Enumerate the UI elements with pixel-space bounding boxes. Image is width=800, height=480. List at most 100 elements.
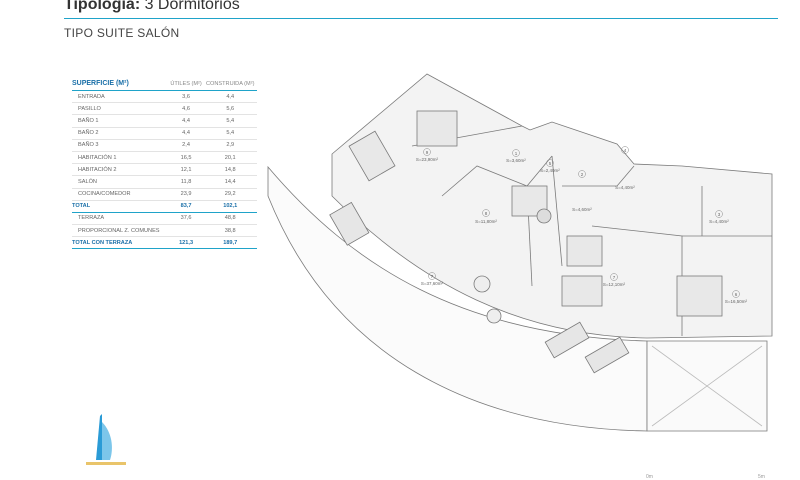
row-utiles <box>168 224 204 238</box>
room-area: S=4,60m² <box>572 207 592 212</box>
row-construida: 48,8 <box>203 212 257 226</box>
title-value: 3 Dormitorios <box>140 0 240 13</box>
bed-3 <box>561 275 603 307</box>
room-label: 5S=2,40m² <box>540 159 560 173</box>
room-label: 8S=11,80m² <box>475 209 497 224</box>
row-name: ENTRADA <box>72 90 169 104</box>
row-construida: 5,6 <box>203 102 257 116</box>
room-number: 6 <box>735 292 738 297</box>
table-header-row: SUPERFICIE (M²) ÚTILES (M²) CONSTRUIDA (… <box>72 80 257 91</box>
room-area: S=4,40m² <box>615 185 635 190</box>
wall <box>441 155 553 197</box>
terrace-table <box>329 201 370 246</box>
room-area: S=23,90m² <box>416 157 439 162</box>
row-construida: 5,4 <box>203 127 257 140</box>
room-label: 9S=23,90m² <box>416 148 439 162</box>
total-construida: 189,7 <box>203 236 257 250</box>
plant <box>536 208 552 224</box>
building-logo <box>86 414 126 465</box>
room-number: 7 <box>431 274 434 279</box>
chair <box>486 308 502 324</box>
title-label: Tipología: <box>64 0 141 13</box>
row-utiles: 37,6 <box>168 212 204 226</box>
row-utiles: 12,1 <box>168 163 204 177</box>
row-construida: 38,8 <box>203 224 257 238</box>
floor-plan: 9S=23,90m² 1S=3,60m² 5S=2,40m² 4S=4,40m²… <box>267 73 773 432</box>
tower-sail <box>102 422 112 460</box>
bed-main <box>676 275 723 317</box>
total-utiles: 121,3 <box>168 236 204 250</box>
row-utiles: 4,6 <box>168 102 204 116</box>
row-utiles: 2,4 <box>168 139 204 152</box>
room-label: 7S=12,10m² <box>603 273 626 287</box>
room-label: 1S=3,60m² <box>506 149 526 163</box>
row-name: BAÑO 3 <box>72 139 169 152</box>
room-area: S=11,80m² <box>475 219 497 224</box>
wall <box>562 165 635 187</box>
row-utiles: 23,9 <box>168 188 204 201</box>
row-name: SALÓN <box>72 175 169 189</box>
row-construida: 20,1 <box>203 151 257 165</box>
total-utiles: 83,7 <box>168 200 204 213</box>
sunbed <box>584 336 630 374</box>
room-area: S=4,40m² <box>709 219 729 224</box>
page-title: Tipología: 3 Dormitorios <box>64 0 240 14</box>
room-area: S=16,50m² <box>725 299 748 304</box>
kitchen-island <box>416 110 458 147</box>
room-label: 4S=4,40m² <box>615 146 635 190</box>
room-label: 3S=4,40m² <box>709 210 729 224</box>
room-area: S=12,10m² <box>603 282 626 287</box>
row-construida: 14,8 <box>203 163 257 177</box>
base-line <box>86 462 126 465</box>
room-number: 7 <box>613 275 616 280</box>
room-number: 1 <box>515 151 518 156</box>
row-construida: 2,9 <box>203 139 257 152</box>
row-name: COCINA/COMEDOR <box>72 188 169 201</box>
row-name: BAÑO 1 <box>72 114 169 128</box>
row-name: HABITACIÓN 2 <box>72 163 169 177</box>
room-label: 7S=37,60m² <box>421 272 444 286</box>
total-construida: 102,1 <box>203 200 257 213</box>
room-number: 4 <box>624 148 627 153</box>
table-heading: SUPERFICIE (M²) <box>72 80 169 91</box>
table-row: PROPORCIONAL Z. COMUNES 38,8 <box>72 224 257 238</box>
row-utiles: 11,8 <box>168 175 204 189</box>
row-name: PASILLO <box>72 102 169 116</box>
scale-left: 0m <box>646 474 653 480</box>
title-rule <box>64 18 778 19</box>
sunbed <box>544 321 590 359</box>
row-name: BAÑO 2 <box>72 127 169 140</box>
tower-shape <box>96 414 102 460</box>
row-name: PROPORCIONAL Z. COMUNES <box>72 224 169 238</box>
row-utiles: 3,6 <box>168 90 204 104</box>
surface-table: SUPERFICIE (M²) ÚTILES (M²) CONSTRUIDA (… <box>72 80 257 250</box>
room-number: 3 <box>718 212 721 217</box>
room-number: 9 <box>426 150 429 155</box>
row-construida: 29,2 <box>203 188 257 201</box>
room-label: 6S=16,50m² <box>725 290 748 304</box>
row-construida: 4,4 <box>203 90 257 104</box>
row-utiles: 16,5 <box>168 151 204 165</box>
chair <box>473 275 491 293</box>
page-subtitle: TIPO SUITE SALÓN <box>64 26 180 40</box>
row-name: HABITACIÓN 1 <box>72 151 169 165</box>
row-name: TERRAZA <box>72 212 169 226</box>
row-utiles: 4,4 <box>168 114 204 128</box>
room-number: 8 <box>485 211 488 216</box>
dining-table <box>348 130 396 182</box>
room-number: 5 <box>549 161 552 166</box>
col-construida-header: CONSTRUIDA (M²) <box>203 80 257 91</box>
row-construida: 14,4 <box>203 175 257 189</box>
room-label: 2S=4,60m² <box>572 170 592 212</box>
total-name: TOTAL CON TERRAZA <box>72 236 169 250</box>
